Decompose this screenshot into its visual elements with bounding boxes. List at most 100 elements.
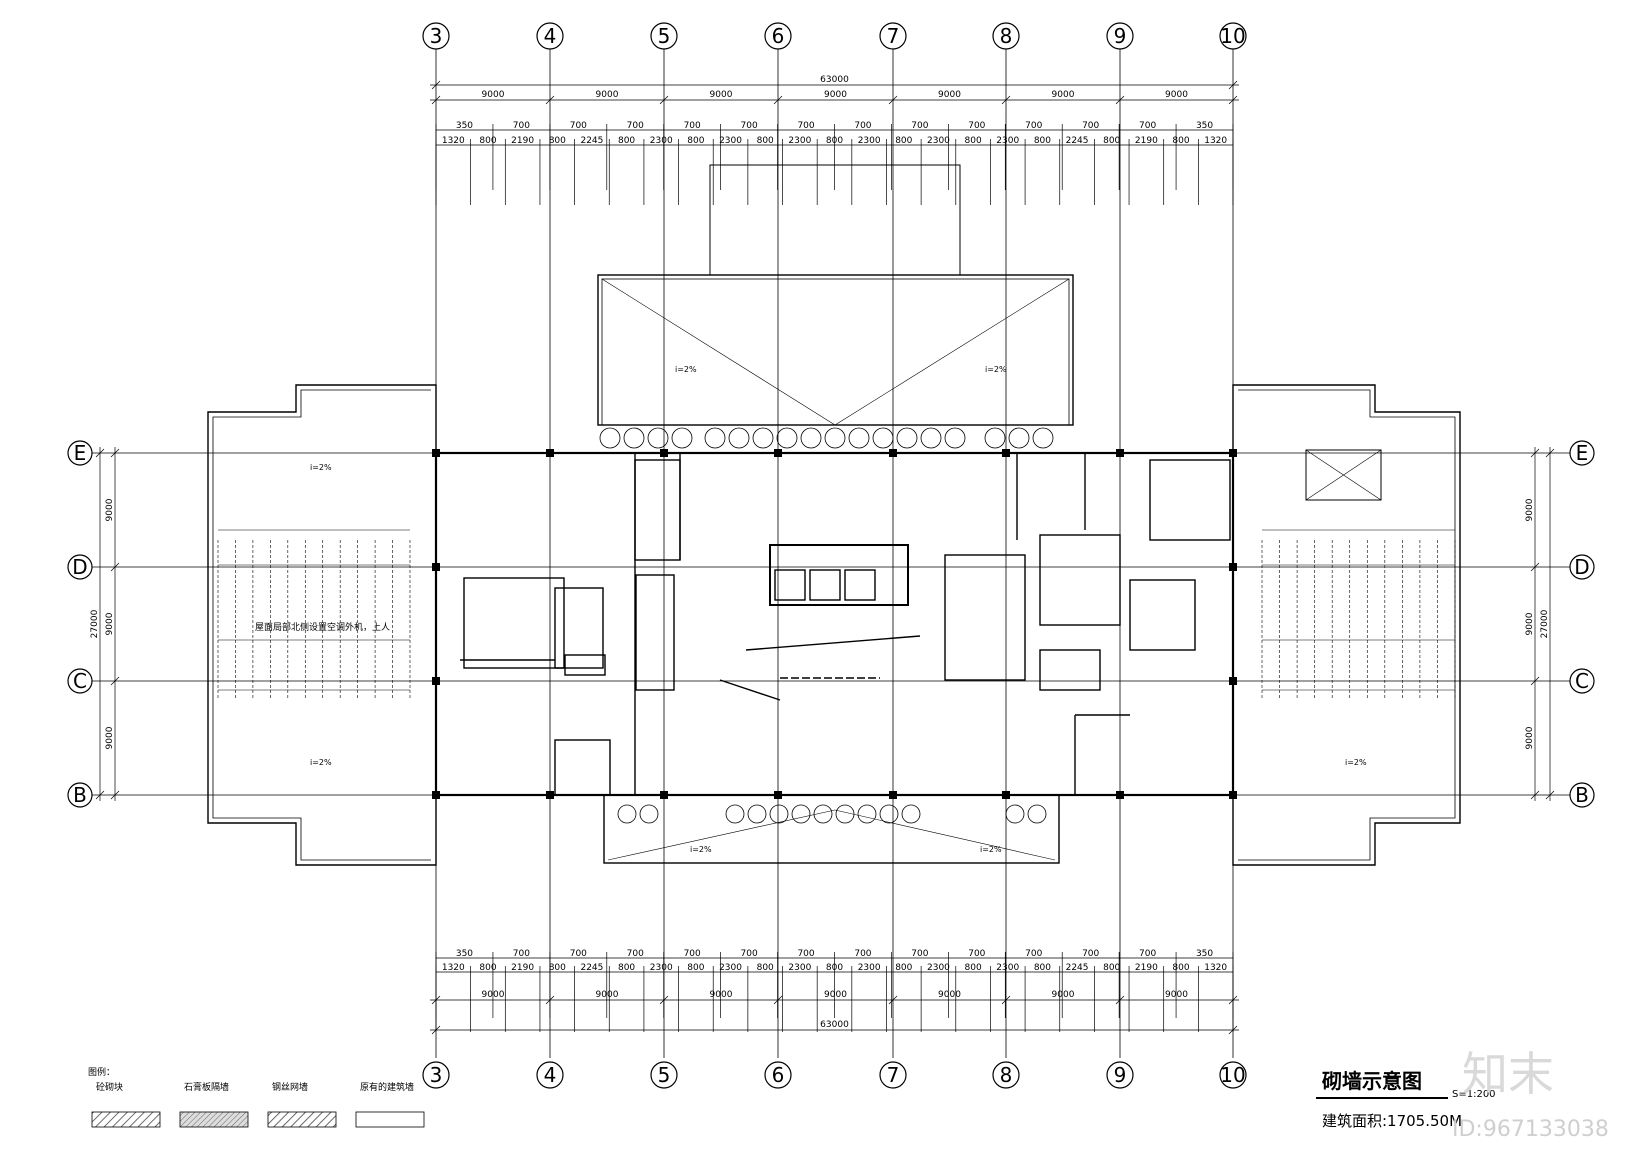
detail-dim: 800 — [618, 136, 635, 146]
column — [889, 791, 897, 799]
slope-label: i=2% — [310, 463, 332, 472]
slope-label: i=2% — [980, 845, 1002, 854]
axis-label: 9 — [1114, 1063, 1127, 1087]
axis-label: 7 — [887, 1063, 900, 1087]
plan-scale: S=1:200 — [1452, 1089, 1496, 1100]
title-block: 砌墙示意图 S=1:200 建筑面积:1705.50M — [1316, 1069, 1496, 1130]
tree-symbol — [752, 427, 774, 449]
detail-dim: 350 — [1196, 949, 1213, 959]
tree-symbol — [647, 427, 669, 449]
detail-dim: 2245 — [580, 963, 603, 973]
overall-width-dim: 63000 — [820, 75, 849, 85]
strip-dim: 1500 — [1385, 544, 1403, 552]
tree-symbol — [1008, 427, 1030, 449]
detail-dim: 1320 — [442, 963, 465, 973]
bay-dim: 9000 — [1165, 90, 1188, 100]
detail-dim: 2300 — [719, 136, 742, 146]
axis-label: 3 — [430, 24, 443, 48]
tree-symbol — [920, 427, 942, 449]
planters-bottom — [617, 804, 1047, 824]
slope-label: i=2% — [985, 365, 1007, 374]
strip-dim: 1500 — [375, 544, 393, 552]
row-bay-dim: 9000 — [1525, 726, 1535, 749]
column — [432, 449, 440, 457]
overall-width-dim: 63000 — [820, 1020, 849, 1030]
detail-dim: 700 — [1025, 949, 1042, 959]
axis-label: 8 — [1000, 1063, 1013, 1087]
column — [546, 791, 554, 799]
axis-bubble-4: 4 — [536, 1061, 564, 1089]
axis-label: 7 — [887, 24, 900, 48]
legend-swatch — [267, 1111, 337, 1128]
detail-dim: 350 — [1196, 121, 1213, 131]
wing-width-dim: 13800 — [1346, 519, 1371, 528]
overall-depth-dim: 27000 — [1540, 609, 1550, 638]
detail-dim: 2300 — [927, 963, 950, 973]
detail-dim: 800 — [549, 136, 566, 146]
strip-dim: 700 — [220, 544, 233, 552]
column — [1002, 791, 1010, 799]
axis-label: 5 — [658, 24, 671, 48]
bay-dim: 9000 — [710, 90, 733, 100]
bay-dim: 9000 — [938, 90, 961, 100]
axis-label: 5 — [658, 1063, 671, 1087]
axis-bubble-3: 3 — [422, 1061, 450, 1089]
detail-dim: 350 — [456, 949, 473, 959]
bay-dim: 9000 — [1165, 990, 1188, 1000]
detail-dim: 1320 — [1204, 963, 1227, 973]
axis-bubble-C: C — [1569, 668, 1595, 694]
tree-symbol — [1032, 427, 1054, 449]
column — [774, 449, 782, 457]
axis-bubble-9: 9 — [1106, 22, 1134, 50]
detail-dim: 700 — [968, 121, 985, 131]
detail-dim: 1320 — [442, 136, 465, 146]
detail-dim: 800 — [1172, 136, 1189, 146]
axis-label: D — [72, 555, 87, 579]
bay-dim: 9000 — [824, 990, 847, 1000]
axis-bubble-8: 8 — [992, 1061, 1020, 1089]
detail-dim: 700 — [627, 121, 644, 131]
axis-label: 3 — [430, 1063, 443, 1087]
column — [432, 563, 440, 571]
bay-dim: 9000 — [824, 90, 847, 100]
detail-dim: 800 — [1172, 963, 1189, 973]
axis-label: 8 — [1000, 24, 1013, 48]
detail-dim: 800 — [826, 963, 843, 973]
strip-dim: 1500 — [1297, 544, 1315, 552]
detail-dim: 800 — [826, 136, 843, 146]
axis-bubble-9: 9 — [1106, 1061, 1134, 1089]
detail-dim: 2300 — [996, 963, 1019, 973]
strip-dim: 1500 — [1402, 544, 1420, 552]
column — [1229, 563, 1237, 571]
axis-bubble-8: 8 — [992, 22, 1020, 50]
axis-bubble-5: 5 — [650, 22, 678, 50]
detail-dim: 800 — [895, 136, 912, 146]
detail-dim: 700 — [854, 949, 871, 959]
detail-dim: 2300 — [650, 136, 673, 146]
axis-bubble-B: B — [67, 782, 93, 808]
axis-bubble-7: 7 — [879, 1061, 907, 1089]
detail-dim: 700 — [684, 121, 701, 131]
detail-dim: 2245 — [1066, 136, 1089, 146]
strip-dim: 1500 — [1350, 544, 1368, 552]
column — [432, 791, 440, 799]
axis-bubble-D: D — [1569, 554, 1595, 580]
shrub-symbol — [879, 804, 899, 824]
legend: 图例： 砼砌块石膏板隔墙钢丝网墙原有的建筑墙 — [88, 1066, 425, 1128]
detail-dim: 800 — [549, 963, 566, 973]
planters-top — [599, 427, 1054, 449]
axis-bubble-E: E — [1569, 440, 1595, 466]
strip-dim: 1500 — [1314, 544, 1332, 552]
axis-bubble-5: 5 — [650, 1061, 678, 1089]
bay-dim: 9000 — [1052, 90, 1075, 100]
detail-dim: 700 — [911, 949, 928, 959]
shrub-symbol — [857, 804, 877, 824]
axis-label: D — [1574, 555, 1589, 579]
detail-dim: 2300 — [788, 136, 811, 146]
strip-dim: 1500 — [270, 544, 288, 552]
tree-symbol — [824, 427, 846, 449]
axis-label: 10 — [1220, 1063, 1245, 1087]
